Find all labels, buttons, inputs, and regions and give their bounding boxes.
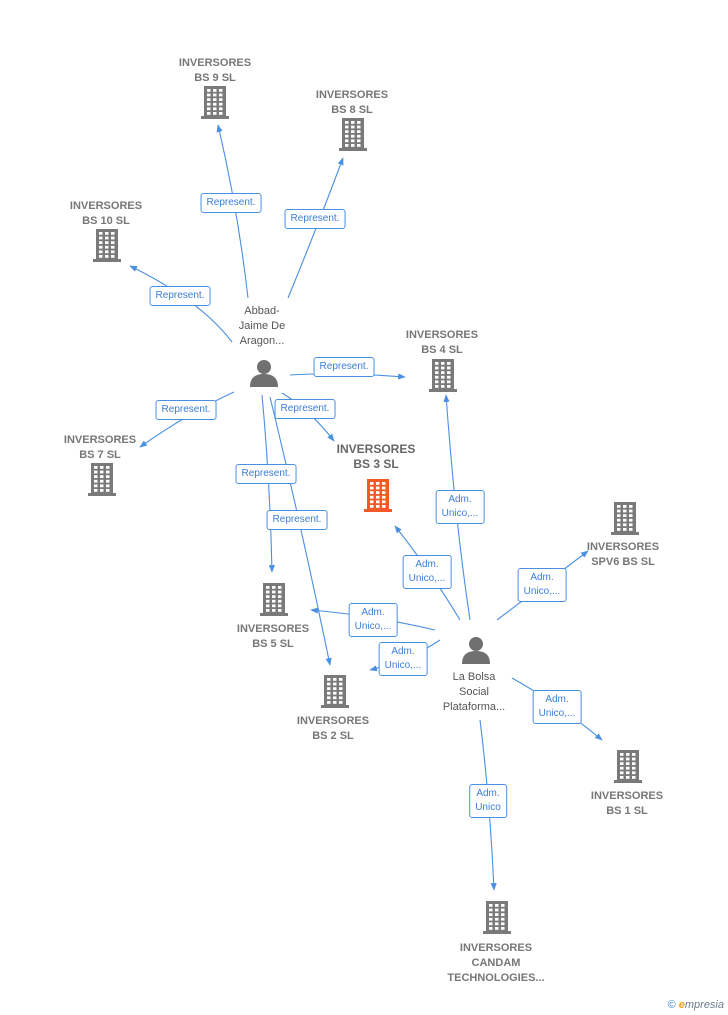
node-label-line: BS 4 SL: [421, 344, 463, 356]
node-label-line: BS 5 SL: [252, 638, 294, 650]
edge-label-line: Represent.: [280, 403, 330, 414]
node-label-line: BS 2 SL: [312, 730, 354, 742]
edge-label-line: Adm.: [415, 559, 439, 570]
edge-label-line: Unico,...: [523, 586, 561, 597]
node-label-line: La Bolsa: [452, 671, 496, 683]
focus-company-building-icon[interactable]: [363, 477, 393, 518]
node-label-line: BS 7 SL: [79, 449, 121, 461]
edge-label-line: Unico,...: [441, 508, 479, 519]
edge-label[interactable]: Adm. Unico,...: [532, 690, 582, 724]
node-label-line: Social: [459, 686, 489, 698]
node-label-line: Aragon...: [239, 335, 285, 347]
edge-label-line: Adm.: [448, 494, 472, 505]
edge-label[interactable]: Adm. Unico,...: [402, 555, 452, 589]
edge-label[interactable]: Represent.: [155, 400, 217, 420]
company-building-icon[interactable]: [259, 581, 289, 622]
edge-label[interactable]: Adm. Unico,...: [517, 568, 567, 602]
node-label-candam[interactable]: INVERSORES CANDAM TECHNOLOGIES...: [447, 941, 544, 986]
edge-label-line: Represent.: [241, 468, 291, 479]
company-building-icon[interactable]: [92, 227, 122, 268]
edge-label[interactable]: Represent.: [266, 510, 328, 530]
edge-label[interactable]: Represent.: [274, 399, 336, 419]
footer-brand: © empresia: [668, 999, 724, 1011]
copyright-symbol: ©: [667, 999, 676, 1011]
person-icon[interactable]: [461, 635, 491, 670]
company-building-icon[interactable]: [610, 500, 640, 541]
node-label-spv6[interactable]: INVERSORES SPV6 BS SL: [587, 540, 659, 570]
node-label-line: INVERSORES: [69, 200, 143, 212]
node-label-line: CANDAM: [471, 957, 521, 969]
edge-label-line: Adm.: [530, 572, 554, 583]
edge-label-line: Represent.: [206, 197, 256, 208]
node-label-inv7[interactable]: INVERSORES BS 7 SL: [64, 433, 136, 463]
node-label-line: INVERSORES: [63, 434, 137, 446]
company-building-icon[interactable]: [87, 461, 117, 502]
node-label-line: INVERSORES: [336, 442, 416, 456]
node-label-line: INVERSORES: [178, 57, 252, 69]
edge-label-line: Represent.: [161, 404, 211, 415]
node-label-line: Abbad-: [244, 305, 280, 317]
company-building-icon[interactable]: [613, 748, 643, 789]
node-label-line: BS 1 SL: [606, 805, 648, 817]
edge-label[interactable]: Represent.: [200, 193, 262, 213]
node-label-inv4[interactable]: INVERSORES BS 4 SL: [406, 328, 478, 358]
edge-label-line: Unico,...: [408, 573, 446, 584]
edge-label[interactable]: Adm. Unico,...: [378, 642, 428, 676]
node-label-inv8[interactable]: INVERSORES BS 8 SL: [316, 88, 388, 118]
node-label-line: Jaime De: [238, 320, 286, 332]
edge-label-line: Unico,...: [538, 708, 576, 719]
edge-label-line: Represent.: [319, 361, 369, 372]
edge-label[interactable]: Adm. Unico,...: [435, 490, 485, 524]
edge-label-line: Adm.: [391, 646, 415, 657]
edge-label[interactable]: Represent.: [284, 209, 346, 229]
edge-label[interactable]: Adm. Unico: [469, 784, 507, 818]
edge-label-line: Unico: [475, 802, 501, 813]
node-label-line: INVERSORES: [590, 790, 664, 802]
edge-label[interactable]: Adm. Unico,...: [348, 603, 398, 637]
node-label-line: INVERSORES: [296, 715, 370, 727]
edge-label[interactable]: Represent.: [313, 357, 375, 377]
node-label-line: Plataforma...: [442, 701, 506, 713]
company-building-icon[interactable]: [338, 116, 368, 157]
node-label-abbad[interactable]: Abbad- Jaime De Aragon...: [239, 304, 285, 349]
edge-label-line: Adm.: [476, 788, 500, 799]
edge-label[interactable]: Represent.: [149, 286, 211, 306]
edge-label-line: Represent.: [155, 290, 205, 301]
node-label-inv10[interactable]: INVERSORES BS 10 SL: [70, 199, 142, 229]
edge-label-line: Represent.: [290, 213, 340, 224]
node-label-inv1[interactable]: INVERSORES BS 1 SL: [591, 789, 663, 819]
node-label-line: INVERSORES: [586, 541, 660, 553]
edge-label-line: Unico,...: [354, 621, 392, 632]
node-label-line: BS 10 SL: [82, 215, 130, 227]
node-label-line: BS 3 SL: [353, 457, 399, 471]
company-building-icon[interactable]: [428, 357, 458, 398]
edge-label-line: Adm.: [361, 607, 385, 618]
brand-logo: empresia: [678, 999, 724, 1011]
company-building-icon[interactable]: [320, 673, 350, 714]
edge-label-line: Adm.: [545, 694, 569, 705]
person-icon[interactable]: [249, 358, 279, 393]
edge-label-line: Unico,...: [384, 660, 422, 671]
edge-label-line: Represent.: [272, 514, 322, 525]
node-label-line: INVERSORES: [236, 623, 310, 635]
node-label-line: INVERSORES: [315, 89, 389, 101]
edge-label[interactable]: Represent.: [235, 464, 297, 484]
node-label-inv2[interactable]: INVERSORES BS 2 SL: [297, 714, 369, 744]
node-label-line: INVERSORES: [459, 942, 533, 954]
node-label-line: SPV6 BS SL: [591, 556, 655, 568]
company-building-icon[interactable]: [482, 899, 512, 940]
node-label-inv5[interactable]: INVERSORES BS 5 SL: [237, 622, 309, 652]
company-building-icon[interactable]: [200, 84, 230, 125]
node-label-line: BS 8 SL: [331, 104, 373, 116]
node-label-inv9[interactable]: INVERSORES BS 9 SL: [179, 56, 251, 86]
node-label-line: INVERSORES: [405, 329, 479, 341]
node-label-line: TECHNOLOGIES...: [447, 972, 545, 984]
node-label-line: BS 9 SL: [194, 72, 236, 84]
